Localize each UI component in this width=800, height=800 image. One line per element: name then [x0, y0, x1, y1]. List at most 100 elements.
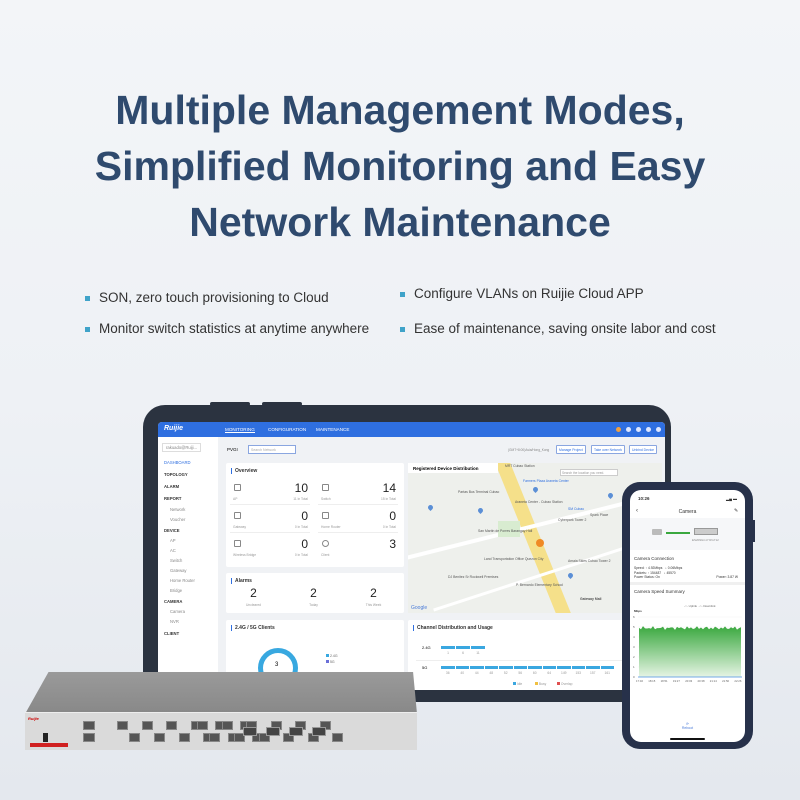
alarm-value[interactable]: 2	[250, 586, 257, 600]
take-over-network-button[interactable]: Take over Network	[591, 445, 626, 454]
chart-legend: -○- Uplink -○- Downlink	[684, 604, 716, 608]
channel-bar-5g[interactable]	[455, 666, 469, 669]
channel-bar-5g[interactable]	[499, 666, 513, 669]
legend-24g: 2.4G	[326, 654, 338, 658]
sidebar-item-voucher[interactable]: Voucher	[170, 517, 186, 522]
overview-value[interactable]: 3	[389, 537, 396, 551]
uplink-area	[639, 626, 741, 677]
edit-icon[interactable]: ✎	[734, 508, 739, 514]
channel-bar-24g[interactable]	[441, 646, 455, 649]
channel-bar-5g[interactable]	[528, 666, 542, 669]
sidebar-item-device[interactable]: DEVICE	[164, 528, 180, 533]
map-label: DJ Benitez Sr Rockwell Premises	[448, 575, 499, 579]
overview-value[interactable]: 0	[301, 537, 308, 551]
sidebar-item-home-router[interactable]: Home Router	[170, 578, 195, 583]
sidebar-item-switch[interactable]: Switch	[170, 558, 183, 563]
channel-label: 64	[547, 671, 552, 675]
sidebar-item-ac[interactable]: AC	[170, 548, 176, 553]
project-selector[interactable]: PVGI	[227, 447, 238, 452]
menu-configuration[interactable]: CONFIGURATION	[268, 427, 307, 432]
back-icon[interactable]: ‹	[636, 508, 638, 514]
channel-bar-5g[interactable]	[441, 666, 455, 669]
x-tick: 18:51	[661, 679, 668, 683]
map-search-input[interactable]: Search the location you need.	[560, 469, 618, 476]
reboot-button[interactable]: ⟳Reboot	[681, 722, 694, 730]
device-cluster-marker[interactable]	[536, 539, 544, 547]
channel-bar-5g[interactable]	[586, 666, 600, 669]
sidebar-item-topology[interactable]: TOPOLOGY	[164, 472, 188, 477]
channel-bar-5g[interactable]	[513, 666, 527, 669]
sfp-port	[289, 727, 303, 736]
headline-line-2: Simplified Monitoring and Easy	[94, 143, 706, 189]
bullet-maintenance: Ease of maintenance, saving onsite labor…	[400, 321, 716, 336]
channel-bar-5g[interactable]	[571, 666, 585, 669]
alarm-label: This Week	[365, 603, 382, 607]
menu-monitoring[interactable]: MONITORING	[225, 427, 255, 433]
overview-value[interactable]: 0	[389, 509, 396, 523]
sidebar-item-nvr[interactable]: NVR	[170, 619, 179, 624]
sidebar-item-report[interactable]: REPORT	[164, 496, 182, 501]
channel-legend-item: Idle	[513, 682, 522, 686]
ethernet-port	[178, 733, 190, 742]
network-search-input[interactable]: Search Network	[248, 445, 296, 454]
alarm-value[interactable]: 2	[310, 586, 317, 600]
y-tick: 2	[633, 655, 635, 659]
map-pin-icon[interactable]	[531, 485, 540, 494]
menu-maintenance[interactable]: MAINTENANCE	[316, 427, 350, 432]
unbind-device-button[interactable]: Unbind Device	[629, 445, 658, 454]
channel-bar-24g[interactable]	[471, 646, 485, 649]
overview-total: 15 in Total	[381, 497, 396, 501]
sidebar-item-alarm[interactable]: ALARM	[164, 484, 180, 489]
speed-summary-title: Camera Speed Summary	[634, 589, 685, 594]
uplink-port	[83, 733, 95, 742]
sidebar-item-camera[interactable]: Camera	[170, 609, 185, 614]
sidebar-item-ap[interactable]: AP	[170, 538, 176, 543]
device-icon	[234, 512, 241, 519]
device-map[interactable]: Registered Device Distribution Search th…	[408, 463, 662, 613]
device-icon	[322, 484, 329, 491]
sidebar-item-bridge[interactable]: Bridge	[170, 588, 183, 593]
channel-bar-5g[interactable]	[470, 666, 484, 669]
ethernet-port	[283, 733, 295, 742]
user-selector[interactable]: rakuado@Ruiji...	[162, 443, 202, 452]
settings-icon[interactable]	[646, 427, 651, 432]
channel-bar-24g[interactable]	[456, 646, 470, 649]
language-icon[interactable]	[636, 427, 641, 432]
overview-value[interactable]: 14	[382, 481, 396, 495]
clients-total: 3	[275, 662, 279, 668]
channel-bar-5g[interactable]	[600, 666, 614, 669]
user-icon[interactable]	[656, 427, 661, 432]
alarm-value[interactable]: 2	[370, 586, 377, 600]
overview-label: Wireless Bridge	[233, 553, 257, 557]
sidebar-item-gateway[interactable]: Gateway	[170, 568, 187, 573]
phone-side-button	[752, 520, 755, 542]
map-pin-icon[interactable]	[476, 506, 485, 515]
status-time: 10:26	[638, 496, 650, 501]
overview-value[interactable]: 0	[301, 509, 308, 523]
link-line	[666, 532, 690, 534]
channel-bar-5g[interactable]	[557, 666, 571, 669]
sidebar-item-client[interactable]: CLIENT	[164, 631, 180, 636]
ethernet-port	[166, 721, 178, 730]
sidebar-item-camera[interactable]: CAMERA	[164, 599, 183, 604]
google-logo: Google	[411, 605, 428, 611]
tablet-button	[262, 402, 302, 406]
manage-project-button[interactable]: Manage Project	[556, 445, 586, 454]
channel-bar-5g[interactable]	[484, 666, 498, 669]
sidebar-item-network[interactable]: Network	[170, 507, 186, 512]
map-pin-icon[interactable]	[606, 491, 615, 500]
switch-brand-logo: Ruijie	[28, 716, 39, 721]
phone-screen: 10:26 ▂▄ ▬ ‹ Camera ✎ ES209GC-P RG712 Ca…	[630, 490, 745, 742]
help-icon[interactable]	[626, 427, 631, 432]
signal-battery-icon: ▂▄ ▬	[726, 496, 738, 501]
overview-value[interactable]: 10	[294, 481, 308, 495]
map-pin-icon[interactable]	[426, 503, 435, 512]
channel-bar-5g[interactable]	[542, 666, 556, 669]
map-label: Amaia Skies Cubao Tower 2	[568, 559, 611, 563]
channel-label: 60	[532, 671, 537, 675]
channel-label: 6	[462, 651, 464, 655]
map-pin-icon[interactable]	[566, 571, 575, 580]
sidebar-item-dashboard[interactable]: DASHBOARD	[164, 460, 191, 465]
notification-icon[interactable]	[616, 427, 621, 432]
